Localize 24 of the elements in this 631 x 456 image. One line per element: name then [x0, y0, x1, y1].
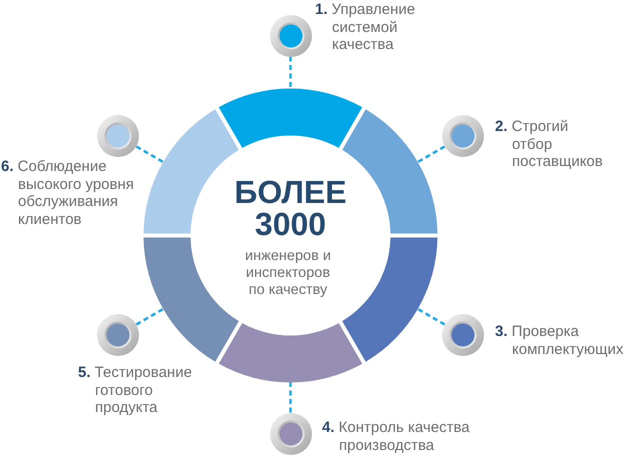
- ring-segment: [342, 238, 438, 362]
- step-caption: 6. Соблюдение высокого уровня обслуживания клиентов: [1, 158, 135, 228]
- subtitle: инженеров и инспекторов по качеству: [244, 248, 332, 299]
- marker-icon: [97, 314, 140, 356]
- step-caption: 3. Проверка комплектующих: [495, 323, 624, 358]
- step-caption: 2. Строгий отбор поставщиков: [495, 118, 604, 170]
- leader-line: [136, 145, 164, 164]
- marker-icon: [97, 115, 140, 157]
- step-caption: 1. Управление системой качества: [315, 1, 416, 54]
- leader-line: [289, 56, 292, 88]
- headline: БОЛЕЕ 3000: [233, 176, 348, 240]
- leader-line: [289, 382, 292, 412]
- marker-icon: [442, 314, 484, 356]
- leader-line: [417, 308, 446, 326]
- leader-line: [417, 145, 446, 164]
- ring-segment: [144, 238, 239, 362]
- marker-icon: [270, 14, 312, 56]
- step-caption: 5. Тестирование готового продукта: [78, 364, 193, 416]
- leader-line: [136, 308, 164, 326]
- marker-icon: [442, 115, 484, 157]
- step-caption: 4. Контроль качества производства: [322, 419, 471, 454]
- ring-segment: [218, 88, 362, 148]
- marker-icon: [270, 412, 312, 454]
- ring-segment: [218, 323, 362, 382]
